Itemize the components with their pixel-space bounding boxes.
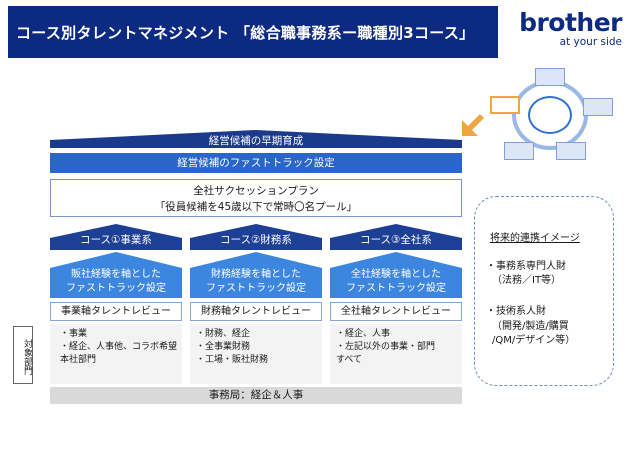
arrow-icon	[462, 114, 484, 136]
course-2-body-line2: ファストトラック設定	[206, 283, 306, 294]
future-line-2: （法務／IT等）	[492, 275, 562, 286]
course-2-targets: ・財務、経企 ・全事業財務 ・工場・販社財務	[190, 324, 322, 384]
cycle-node-bottom-left	[504, 142, 534, 160]
cycle-node-bottom-right	[556, 142, 586, 160]
course-1-target-3: 本社部門	[60, 355, 97, 365]
succession-line1: 全社サクセッションプラン	[193, 185, 319, 197]
course-2-body: 財務経験を軸とした ファストトラック設定	[190, 268, 322, 296]
course-1-head: コース①事業系	[80, 234, 152, 246]
fast-track-bar: 経営候補のファストトラック設定	[50, 153, 462, 173]
cycle-hub	[528, 96, 572, 134]
future-linkage-title: 将来的連携イメージ	[490, 233, 580, 244]
course-1-target-2: ・経企、人事他、コラボ希望	[60, 342, 178, 352]
course-3-body: 全社経験を軸とした ファストトラック設定	[330, 268, 462, 296]
course-3-body-line1: 全社経験を軸とした	[351, 269, 441, 280]
course-3-targets: ・経企、人事 ・左記以外の事業・部門 すべて	[330, 324, 462, 384]
course-2-target-2: ・全事業財務	[196, 342, 251, 352]
cycle-node-right	[583, 98, 613, 116]
pyramid-top-banner	[50, 130, 462, 148]
course-3-body-line2: ファストトラック設定	[346, 283, 446, 294]
course-2-target-3: ・工場・販社財務	[196, 355, 269, 365]
course-3-head: コース③全社系	[360, 234, 432, 246]
course-1-body: 販社経験を軸とした ファストトラック設定	[50, 268, 182, 296]
secretariat-bar: 事務局：経企＆人事	[50, 387, 462, 404]
future-line-5: /QM/デザイン等）	[492, 335, 576, 346]
course-1-body-shape	[50, 252, 182, 298]
future-line-1: ・事務系専門人財	[486, 261, 566, 272]
cycle-node-top	[535, 68, 565, 86]
course-3-body-shape	[330, 252, 462, 298]
course-3-target-2: ・左記以外の事業・部門	[336, 342, 436, 352]
page-title: コース別タレントマネジメント 「総合職事務系ー職種別3コース」	[8, 6, 498, 58]
course-3-head-shape	[330, 224, 462, 250]
course-1-target-1: ・事業	[60, 329, 88, 339]
course-2-body-line1: 財務経験を軸とした	[211, 269, 301, 280]
cycle-diagram-thumbnail	[486, 68, 614, 164]
course-2-review: 財務軸タレントレビュー	[190, 302, 322, 321]
course-1-body-line1: 販社経験を軸とした	[71, 269, 161, 280]
future-line-3: ・技術系人財	[486, 306, 546, 317]
course-1-review: 事業軸タレントレビュー	[50, 302, 182, 321]
course-2-head: コース②財務系	[220, 234, 292, 246]
course-2-target-1: ・財務、経企	[196, 329, 251, 339]
future-line-4: （開発/製造/購買	[492, 321, 569, 332]
cycle-node-highlighted	[490, 96, 520, 114]
course-3-review: 全社軸タレントレビュー	[330, 302, 462, 321]
course-1-head-shape	[50, 224, 182, 250]
course-1-body-line2: ファストトラック設定	[66, 283, 166, 294]
course-3-target-1: ・経企、人事	[336, 329, 391, 339]
course-1-targets: ・事業 ・経企、人事他、コラボ希望 本社部門	[50, 324, 182, 384]
succession-line2: 「役員候補を45歳以下で常時〇名プール」	[154, 201, 358, 213]
brother-logo: brother at your side	[510, 10, 622, 50]
course-3-target-3: すべて	[336, 355, 363, 365]
logo-brand: brother	[519, 8, 622, 37]
header: コース別タレントマネジメント 「総合職事務系ー職種別3コース」 brother …	[0, 0, 629, 66]
pyramid-top-label: 経営候補の早期育成	[208, 135, 304, 147]
logo-tagline: at your side	[559, 36, 622, 48]
course-2-body-shape	[190, 252, 322, 298]
succession-plan-box: 全社サクセッションプラン 「役員候補を45歳以下で常時〇名プール」	[50, 179, 462, 217]
future-linkage-box	[474, 196, 614, 386]
target-departments-label: 対象部門	[13, 326, 33, 384]
course-2-head-shape	[190, 224, 322, 250]
